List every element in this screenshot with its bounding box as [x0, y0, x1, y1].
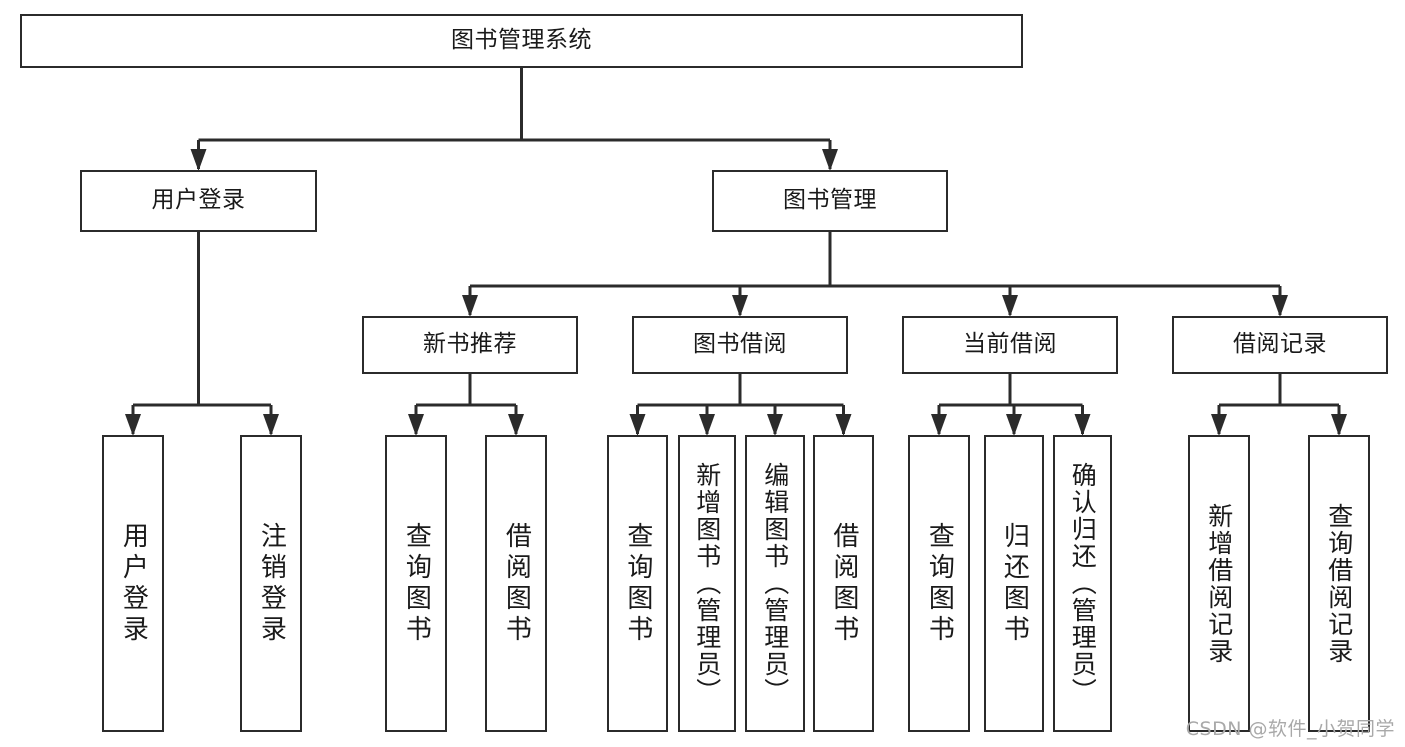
arrowhead-icon — [835, 414, 852, 436]
node-label: 当前借阅 — [963, 331, 1057, 358]
node-label: 用户登录 — [151, 187, 246, 214]
arrowhead-icon — [263, 414, 279, 436]
node-root[interactable]: 图书管理系统 — [20, 14, 1023, 68]
watermark-text: CSDN @软件_小贺同学 — [1185, 718, 1395, 740]
node-leaf-return-book[interactable]: 归还图书 — [984, 435, 1044, 732]
node-label: 查询图书 — [924, 521, 955, 646]
node-label: 确认归还（管理员） — [1068, 462, 1098, 705]
node-leaf-borrow-book-1[interactable]: 借阅图书 — [485, 435, 547, 732]
arrowhead-icon — [1211, 414, 1227, 436]
node-label: 新增借阅记录 — [1204, 502, 1234, 665]
node-leaf-borrow-book-2[interactable]: 借阅图书 — [813, 435, 874, 732]
node-label: 借阅图书 — [501, 521, 532, 646]
node-leaf-edit-book[interactable]: 编辑图书（管理员） — [745, 435, 805, 732]
arrowhead-icon — [462, 295, 478, 317]
node-label: 查询借阅记录 — [1324, 502, 1354, 665]
arrowhead-icon — [190, 149, 207, 171]
node-borrow-record[interactable]: 借阅记录 — [1172, 316, 1388, 374]
arrowhead-icon — [699, 414, 715, 436]
arrowhead-icon — [732, 295, 748, 317]
node-leaf-query-record[interactable]: 查询借阅记录 — [1308, 435, 1370, 732]
node-label: 借阅图书 — [828, 521, 859, 646]
node-label: 归还图书 — [999, 521, 1030, 646]
arrowhead-icon — [408, 414, 424, 436]
node-label: 图书借阅 — [693, 331, 787, 358]
arrowhead-icon — [508, 414, 524, 436]
arrowhead-icon — [767, 414, 783, 436]
arrowhead-icon — [1002, 295, 1018, 317]
node-leaf-confirm-return[interactable]: 确认归还（管理员） — [1053, 435, 1112, 732]
node-new-book-rec[interactable]: 新书推荐 — [362, 316, 578, 374]
node-leaf-user-logout[interactable]: 注销登录 — [240, 435, 302, 732]
node-user-login[interactable]: 用户登录 — [80, 170, 317, 232]
node-leaf-user-login[interactable]: 用户登录 — [102, 435, 164, 732]
node-leaf-query-book-1[interactable]: 查询图书 — [385, 435, 447, 732]
node-label: 新增图书（管理员） — [692, 462, 722, 705]
node-current-borrow[interactable]: 当前借阅 — [902, 316, 1118, 374]
node-label: 编辑图书（管理员） — [760, 462, 790, 705]
arrowhead-icon — [125, 414, 141, 436]
node-label: 借阅记录 — [1233, 331, 1327, 358]
arrowhead-icon — [1074, 414, 1091, 436]
node-leaf-query-book-2[interactable]: 查询图书 — [607, 435, 668, 732]
arrowhead-icon — [822, 149, 838, 171]
node-label: 新书推荐 — [423, 331, 517, 358]
node-book-borrow[interactable]: 图书借阅 — [632, 316, 848, 374]
arrowhead-icon — [1006, 414, 1022, 436]
node-label: 查询图书 — [622, 521, 653, 646]
node-book-manage[interactable]: 图书管理 — [712, 170, 948, 232]
node-label: 图书管理系统 — [451, 27, 592, 54]
node-label: 图书管理 — [783, 187, 877, 214]
node-leaf-add-book[interactable]: 新增图书（管理员） — [678, 435, 736, 732]
arrowhead-icon — [931, 414, 947, 436]
node-label: 用户登录 — [118, 521, 149, 646]
node-label: 注销登录 — [256, 521, 287, 646]
node-label: 查询图书 — [401, 521, 432, 646]
arrowhead-icon — [629, 414, 646, 436]
arrowhead-icon — [1272, 295, 1288, 317]
node-leaf-query-book-3[interactable]: 查询图书 — [908, 435, 970, 732]
node-leaf-add-record[interactable]: 新增借阅记录 — [1188, 435, 1250, 732]
arrowhead-icon — [1331, 414, 1347, 436]
